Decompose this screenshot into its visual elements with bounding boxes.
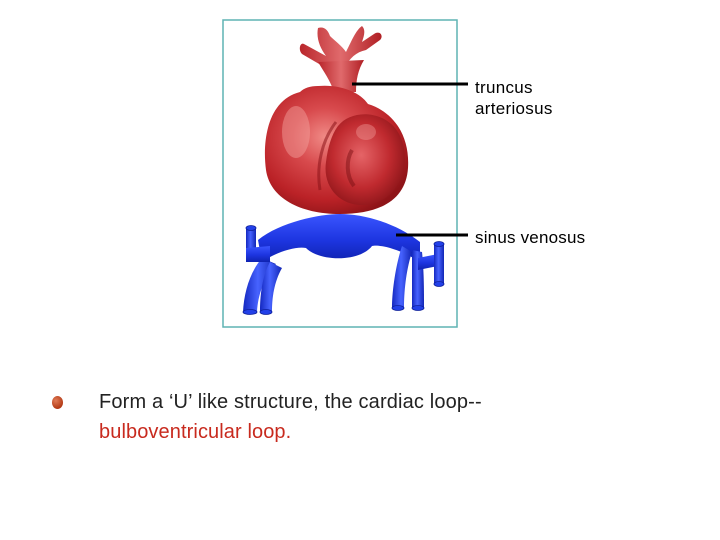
caption-line1: Form a ‘U’ like structure, the cardiac l…: [99, 391, 482, 413]
truncus-label-line1: truncus: [475, 78, 533, 97]
truncus-label-line2: arteriosus: [475, 99, 553, 118]
bullet-icon: [52, 396, 63, 409]
caption-text: Form a ‘U’ like structure, the cardiac l…: [99, 387, 689, 447]
truncus-arteriosus-label: truncus arteriosus: [475, 77, 553, 119]
cardiac-loop-shape: [264, 26, 409, 214]
sinus-venosus-shape: [242, 214, 445, 315]
sinus-venosus-label: sinus venosus: [475, 228, 586, 247]
caption-highlight: bulboventricular loop.: [99, 421, 292, 443]
